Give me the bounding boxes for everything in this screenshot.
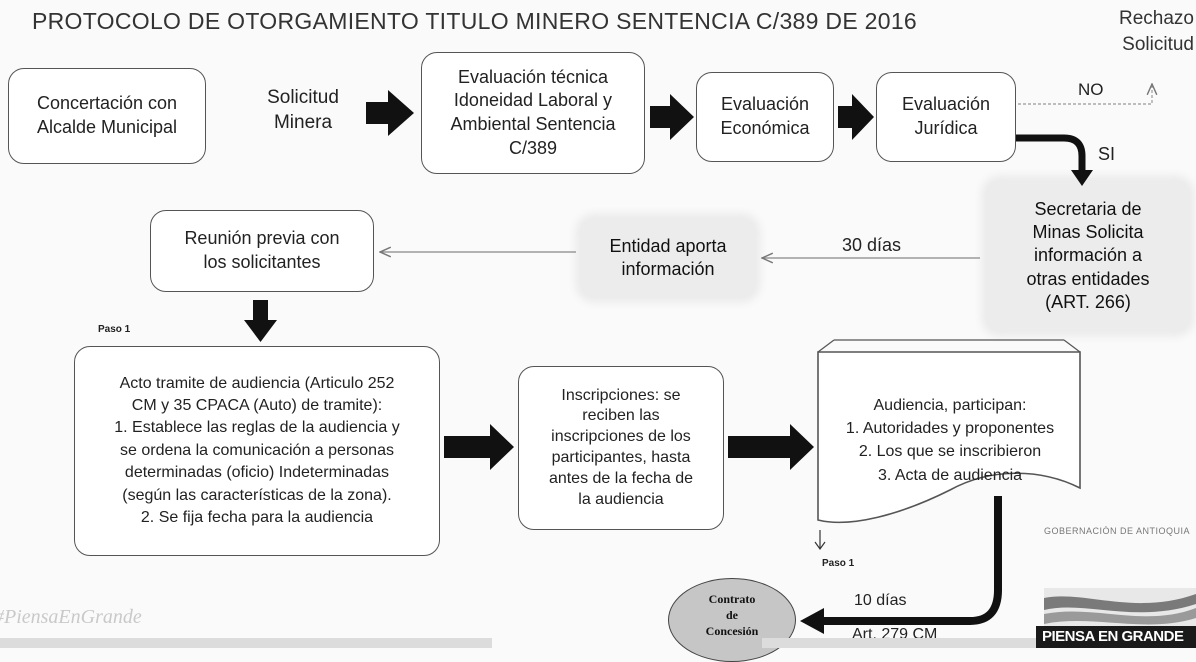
label-30-dias: 30 días	[842, 235, 902, 255]
eval-economica-box: Evaluación Económica	[696, 72, 834, 162]
arrow-solicitud-to-tecnica	[366, 90, 414, 136]
arrow-inscripciones-to-audiencia	[728, 424, 814, 470]
connector-layer	[244, 0, 1196, 634]
piensa-logo-text: PIENSA EN GRANDE	[1042, 628, 1184, 645]
diagram-title: PROTOCOLO DE OTORGAMIENTO TITULO MINERO …	[32, 8, 918, 34]
piensa-logo-bar: PIENSA EN GRANDE	[1036, 626, 1196, 648]
footer-strip-left	[0, 638, 492, 648]
audiencia-document-shape	[817, 339, 1081, 524]
arrow-si-secretaria	[1016, 134, 1086, 172]
gobernacion-text: GOBERNACIÓN DE ANTIOQUIA	[1044, 526, 1191, 536]
audiencia-text: Audiencia, participan: 1. Autoridades y …	[845, 397, 1055, 484]
arrow-reunion-to-acto	[244, 300, 277, 342]
arrow-acto-to-inscripciones	[444, 424, 514, 470]
rechazo-label: Rechazo Solicitud	[1119, 8, 1194, 55]
hashtag-watermark: #PiensaEnGrande	[0, 606, 142, 628]
contrato-label: Contrato de Concesión	[705, 591, 759, 639]
concertacion-box: Concertación con Alcalde Municipal	[8, 68, 206, 164]
label-paso1-acto: Paso 1	[98, 324, 131, 335]
arrow-no-rechazo	[1018, 84, 1152, 105]
reunion-box: Reunión previa con los solicitantes	[150, 210, 374, 292]
footer-strip-right	[762, 638, 1196, 648]
eval-tecnica-box: Evaluación técnica Idoneidad Laboral y A…	[421, 52, 645, 174]
label-si: SI	[1098, 144, 1116, 164]
secretaria-box: Secretaria de Minas Solicita información…	[986, 180, 1190, 332]
label-no: NO	[1078, 80, 1104, 99]
arrow-economica-to-juridica	[838, 94, 874, 140]
inscripciones-box: Inscripciones: se reciben las inscripcio…	[518, 366, 724, 530]
label-10-dias: 10 días	[854, 592, 907, 609]
solicitud-label: Solicitud Minera	[267, 87, 339, 133]
eval-juridica-box: Evaluación Jurídica	[876, 72, 1016, 162]
arrow-audiencia-to-contrato	[822, 496, 1002, 625]
acto-box: Acto tramite de audiencia (Articulo 252 …	[74, 346, 440, 556]
entidad-box: Entidad aporta información	[580, 218, 756, 298]
arrow-tecnica-to-economica	[650, 94, 694, 140]
label-paso1-audiencia: Paso 1	[822, 558, 855, 569]
flag-logo-graphic	[1044, 588, 1196, 630]
